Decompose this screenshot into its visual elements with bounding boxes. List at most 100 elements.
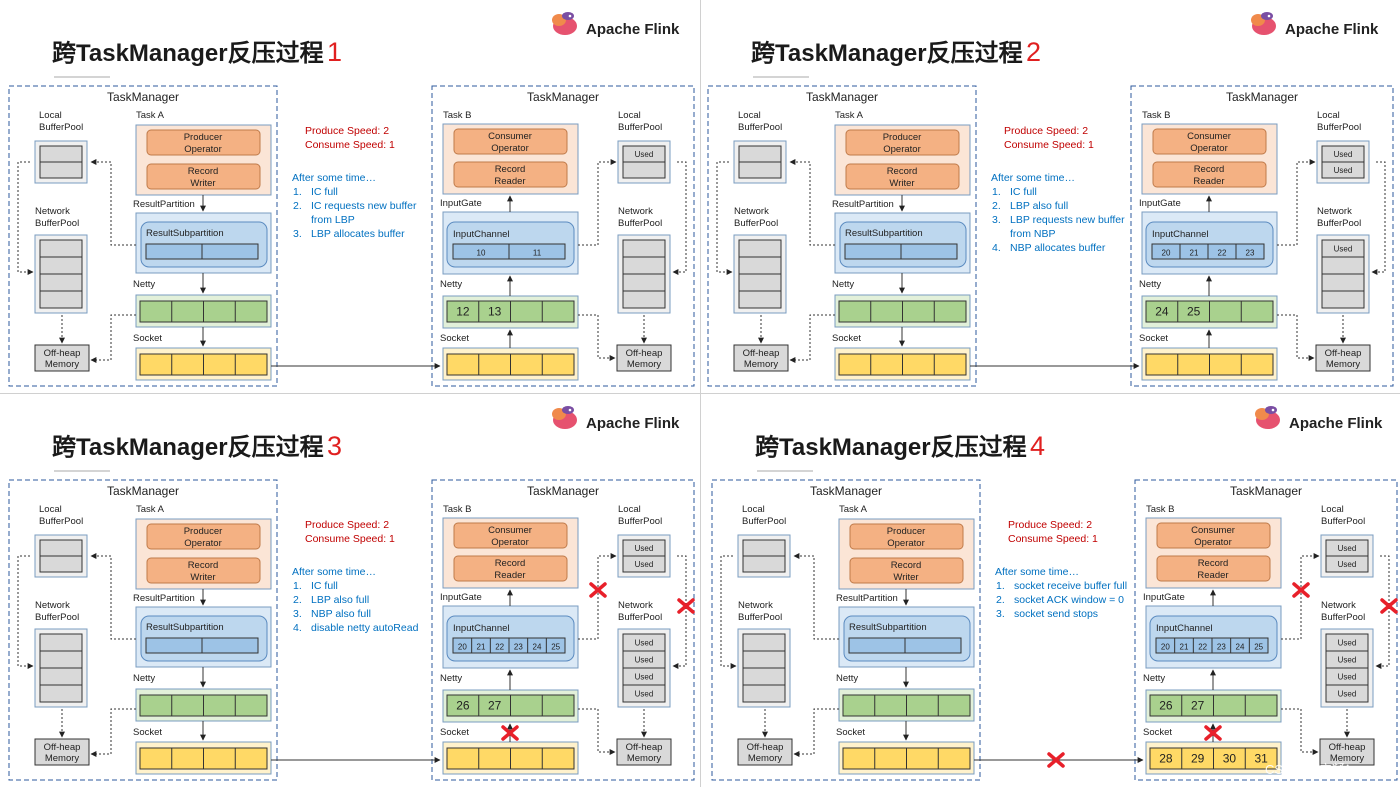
producer-operator — [146, 523, 261, 550]
arrow-netty-to-offheap-b — [1281, 708, 1319, 755]
local-bufferpool-b-used-label: Used — [635, 150, 654, 159]
netty-b-label: Netty — [1139, 279, 1161, 290]
record-reader-label: Reader — [494, 176, 525, 187]
step-number: 2. — [992, 200, 1001, 212]
offheap-a-label: Memory — [45, 359, 80, 370]
network-bufferpool-b-label: Network — [1321, 600, 1356, 611]
produce-speed-text: Produce Speed: 2 — [1004, 125, 1088, 137]
task-b-label: Task B — [1142, 110, 1171, 121]
brand-label: Apache Flink — [1289, 415, 1383, 432]
input-channel-buffers-cell-value: 20 — [458, 643, 467, 652]
after-some-time-text: After some time… — [292, 566, 376, 578]
offheap-b-label: Off-heap — [626, 742, 663, 753]
flink-squirrel-icon — [1251, 12, 1276, 35]
network-bufferpool-b-label: BufferPool — [1321, 612, 1365, 623]
record-reader-label: Reader — [1197, 570, 1228, 581]
taskmanager-a-frame — [8, 85, 278, 387]
consume-speed-text: Consume Speed: 1 — [1004, 139, 1094, 151]
step-text: IC full — [1010, 186, 1037, 198]
network-bufferpool-b-buffer — [1321, 273, 1365, 292]
local-bufferpool-b-label: BufferPool — [1317, 122, 1361, 133]
input-channel-buffers-cell-value: 20 — [1162, 249, 1171, 258]
offheap-b — [1319, 738, 1375, 766]
cross-stroke-b — [1380, 598, 1398, 614]
socket-b-label: Socket — [440, 333, 469, 344]
local-bufferpool-b-label: BufferPool — [618, 122, 662, 133]
network-bufferpool-b-used-label: Used — [635, 673, 654, 682]
cross-stroke-b — [1204, 725, 1222, 741]
network-bufferpool-b-label: Network — [618, 600, 653, 611]
offheap-a — [733, 344, 789, 372]
network-bufferpool-b-label: Network — [618, 206, 653, 217]
local-bufferpool-b-buffer — [622, 555, 666, 573]
network-bufferpool-a-buffer — [39, 667, 83, 686]
local-bufferpool-b-label: Local — [618, 504, 641, 515]
input-gate-label: InputGate — [1139, 198, 1181, 209]
arrow-netty-to-offheap-b — [578, 314, 616, 361]
offheap-a — [34, 738, 90, 766]
cross-stroke-b — [1292, 582, 1310, 598]
step-number: 3. — [996, 608, 1005, 620]
local-bufferpool-b-used-label: Used — [1338, 544, 1357, 553]
step-text: LBP also full — [1010, 200, 1068, 212]
netty-b-buffers-cell-value: 26 — [456, 699, 470, 713]
input-channel-buffers-cell-value: 10 — [477, 249, 486, 258]
taskmanager-b-frame — [1134, 479, 1398, 781]
cross-stroke-b — [1047, 752, 1065, 768]
network-bufferpool-a-buffer — [742, 633, 786, 652]
squirrel-eye — [1267, 14, 1271, 18]
record-writer-label: Writer — [889, 178, 914, 189]
input-channel-buffers-cell-value: 22 — [1198, 643, 1207, 652]
result-partition-label: ResultPartition — [133, 199, 195, 210]
step-number: 2. — [293, 200, 302, 212]
record-reader-label: Reader — [494, 570, 525, 581]
network-bufferpool-a-buffer — [742, 650, 786, 669]
input-gate-label: InputGate — [440, 198, 482, 209]
socket-a-label: Socket — [836, 727, 865, 738]
taskmanager-b-label: TaskManager — [527, 484, 599, 498]
taskmanager-a-frame — [707, 85, 977, 387]
taskmanager-a-frame — [711, 479, 981, 781]
consumer-operator-label: Operator — [1190, 143, 1228, 154]
panel-number: 4 — [1030, 431, 1045, 461]
step-text: NBP allocates buffer — [1010, 242, 1106, 254]
cross-stroke-b — [501, 725, 519, 741]
netty-a-label: Netty — [133, 673, 155, 684]
record-writer-label: Record — [188, 166, 219, 177]
network-bufferpool-b-buffer — [1321, 256, 1365, 275]
arrow-local-to-network-bp-b — [672, 161, 687, 275]
network-bufferpool-a-buffer — [39, 256, 83, 275]
arrow-partition-to-local-bp — [90, 159, 136, 246]
result-subpartition-label: ResultSubpartition — [849, 622, 927, 633]
task-a-label: Task A — [835, 110, 864, 121]
consumer-operator-label: Consumer — [1187, 131, 1231, 142]
record-writer-label: Record — [188, 560, 219, 571]
taskmanager-a-label: TaskManager — [107, 90, 179, 104]
network-bufferpool-b-used-label: Used — [1334, 245, 1353, 254]
step-number: 3. — [293, 228, 302, 240]
offheap-b-label: Memory — [1326, 359, 1361, 370]
network-bufferpool-a-label: BufferPool — [738, 612, 782, 623]
network-bufferpool-a-label: Network — [734, 206, 769, 217]
taskmanager-b-label: TaskManager — [527, 90, 599, 104]
taskmanager-a-label: TaskManager — [107, 484, 179, 498]
step-text: IC full — [311, 186, 338, 198]
local-bufferpool-b-used-label: Used — [635, 560, 654, 569]
arrow-channel-to-local-bp-b — [1277, 159, 1316, 246]
arrow-local-to-network-bp — [17, 161, 34, 275]
local-bufferpool-a-label: Local — [742, 504, 765, 515]
arrow-channel-to-local-bp-b — [1281, 553, 1320, 640]
step-text: socket ACK window = 0 — [1014, 594, 1124, 606]
network-bufferpool-a-label: BufferPool — [35, 612, 79, 623]
taskmanager-b-frame — [431, 85, 695, 387]
cross-stroke-b — [677, 598, 695, 614]
producer-operator-label: Producer — [184, 132, 223, 143]
consumer-operator — [1152, 128, 1267, 155]
result-partition-label: ResultPartition — [832, 199, 894, 210]
offheap-b — [616, 738, 672, 766]
step-number: 3. — [992, 214, 1001, 226]
local-bufferpool-a-label: Local — [738, 110, 761, 121]
netty-b-buffers-cell-value: 27 — [1191, 699, 1205, 713]
consumer-operator-label: Consumer — [488, 131, 532, 142]
